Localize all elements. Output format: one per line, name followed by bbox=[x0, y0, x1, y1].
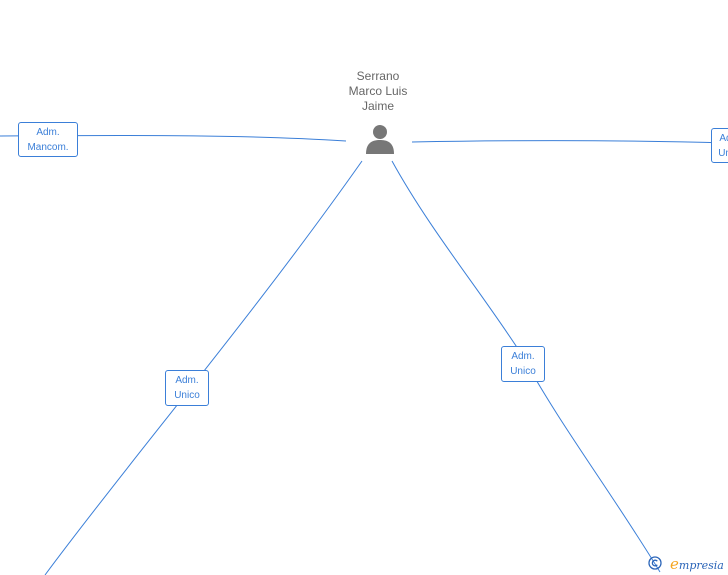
logo-wordmark: empresia bbox=[670, 555, 724, 573]
edge-label-role: Unico bbox=[174, 390, 200, 401]
edge-line-right bbox=[411, 140, 728, 144]
edge-label-right[interactable]: Adm. Unico bbox=[711, 128, 728, 163]
edge-label-lower-left[interactable]: Adm. Unico bbox=[165, 370, 209, 406]
edge-label-role: Unico bbox=[510, 366, 536, 377]
edge-label-role: Adm. bbox=[175, 375, 199, 386]
edge-label-role: Adm. bbox=[511, 351, 535, 362]
person-name[interactable]: Serrano Marco Luis Jaime bbox=[318, 69, 438, 114]
person-name-line: Jaime bbox=[361, 99, 394, 113]
edge-label-role: Adm. bbox=[36, 127, 60, 138]
edge-label-role: Adm. bbox=[719, 133, 728, 144]
edge-line-lower-left bbox=[44, 160, 363, 575]
empresia-logo: empresia bbox=[648, 554, 728, 574]
edge-label-role: Mancom. bbox=[27, 142, 69, 153]
person-icon[interactable] bbox=[364, 124, 396, 154]
person-name-line: Marco Luis bbox=[348, 84, 408, 98]
person-name-line: Serrano bbox=[356, 69, 400, 83]
edge-label-left[interactable]: Adm. Mancom. bbox=[18, 122, 78, 157]
copyright-icon bbox=[648, 556, 662, 570]
edge-label-lower-right[interactable]: Adm. Unico bbox=[501, 346, 545, 382]
edge-label-role: Unico bbox=[718, 148, 728, 159]
